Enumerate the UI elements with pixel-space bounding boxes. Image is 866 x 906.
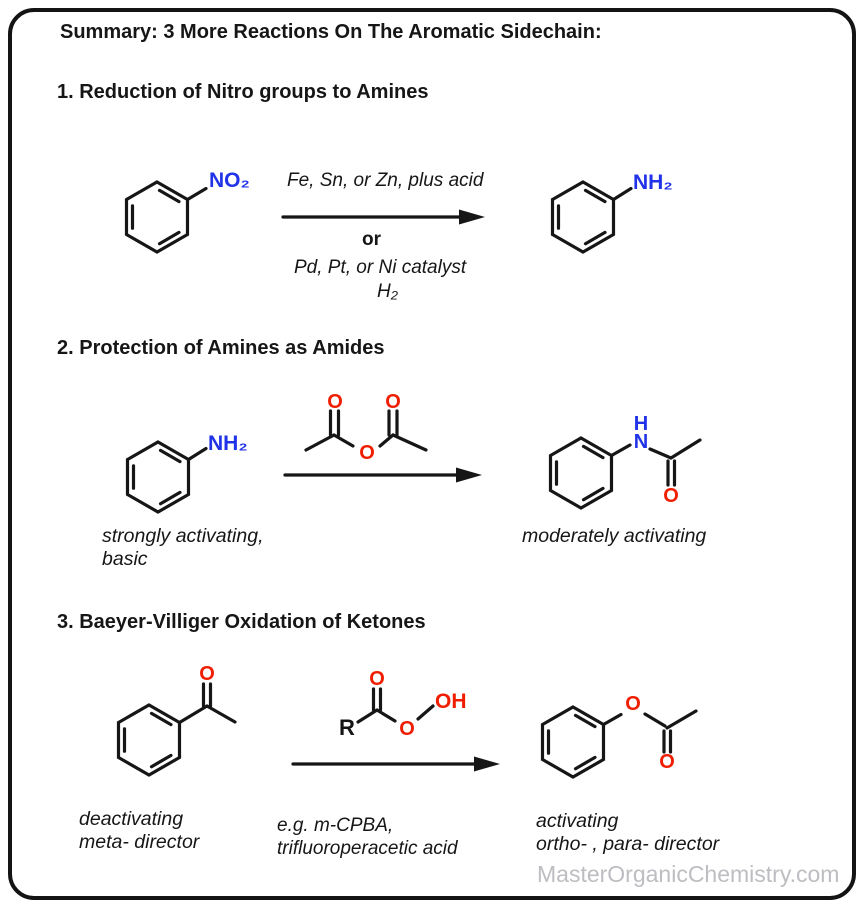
bonds bbox=[609, 438, 702, 487]
watermark: MasterOrganicChemistry.com bbox=[537, 861, 840, 887]
page-title: Summary: 3 More Reactions On The Aromati… bbox=[60, 21, 602, 43]
benzene-ring bbox=[548, 436, 614, 510]
o-label: O bbox=[369, 668, 385, 690]
o-label: O bbox=[399, 718, 415, 740]
benzene-ring bbox=[124, 180, 190, 254]
bonds bbox=[304, 409, 428, 452]
aniline-product-structure: NH₂ bbox=[550, 171, 673, 254]
reaction1-or-label: or bbox=[362, 229, 381, 250]
section-heading-1: 1. Reduction of Nitro groups to Amines bbox=[57, 81, 429, 103]
acetic-anhydride-structure: O O O bbox=[304, 391, 428, 464]
reaction3-product-note-2: ortho- , para- director bbox=[536, 833, 720, 855]
reaction1-arrow bbox=[281, 209, 485, 225]
reaction2-reactant-note-2: basic bbox=[102, 548, 148, 570]
arrow-head bbox=[456, 467, 482, 483]
reaction3-reactant-note-2: meta- director bbox=[79, 831, 200, 853]
nh2-label: NH₂ bbox=[633, 171, 673, 194]
section-heading-3: 3. Baeyer-Villiger Oxidation of Ketones bbox=[57, 611, 426, 633]
reaction3-reactant-note-1: deactivating bbox=[79, 808, 184, 830]
reaction2-arrow bbox=[283, 467, 482, 483]
bonds bbox=[177, 682, 237, 725]
section-heading-2: 2. Protection of Amines as Amides bbox=[57, 337, 385, 359]
n-label: N bbox=[634, 431, 648, 453]
bond bbox=[611, 186, 633, 202]
reaction2-reactant-note-1: strongly activating, bbox=[102, 525, 264, 547]
reaction1-conditions-top: Fe, Sn, or Zn, plus acid bbox=[287, 170, 484, 191]
nitrobenzene-structure: NO₂ bbox=[124, 169, 250, 254]
reaction1-conditions-alt2: H₂ bbox=[377, 281, 398, 302]
bond bbox=[186, 446, 208, 462]
aniline-reactant-structure: NH₂ bbox=[125, 432, 248, 514]
oh-label: OH bbox=[435, 690, 467, 713]
h-label: H bbox=[634, 413, 648, 435]
o-label: O bbox=[625, 693, 641, 715]
reaction1-conditions-alt1: Pd, Pt, or Ni catalyst bbox=[294, 257, 467, 278]
o-label: O bbox=[385, 391, 401, 413]
reaction3-arrow bbox=[291, 756, 500, 772]
acetanilide-product-structure: H N O bbox=[548, 413, 702, 510]
r-label: R bbox=[339, 715, 355, 740]
benzene-ring bbox=[116, 703, 182, 777]
benzene-ring bbox=[550, 180, 616, 254]
reaction3-conditions-1: e.g. m-CPBA, bbox=[277, 815, 394, 836]
no2-label: NO₂ bbox=[209, 169, 250, 192]
peracid-structure: R O O OH bbox=[339, 668, 467, 740]
benzene-ring bbox=[125, 440, 191, 514]
benzene-ring bbox=[540, 705, 606, 779]
reaction3-product-note-1: activating bbox=[536, 810, 619, 832]
bonds bbox=[356, 687, 435, 724]
phenyl-acetate-product-structure: O O bbox=[540, 693, 698, 779]
o-label: O bbox=[663, 485, 679, 507]
o-label: O bbox=[659, 751, 675, 773]
acetophenone-structure: O bbox=[116, 663, 237, 777]
outer-border bbox=[8, 8, 856, 900]
bonds bbox=[601, 709, 698, 754]
o-label: O bbox=[327, 391, 343, 413]
nh2-label: NH₂ bbox=[208, 432, 248, 455]
o-label: O bbox=[199, 663, 215, 685]
o-label: O bbox=[359, 442, 375, 464]
bond bbox=[185, 186, 208, 202]
reaction2-product-note: moderately activating bbox=[522, 525, 707, 547]
reaction3-conditions-2: trifluoroperacetic acid bbox=[277, 838, 458, 859]
arrow-head bbox=[474, 756, 500, 772]
arrow-head bbox=[459, 209, 485, 225]
